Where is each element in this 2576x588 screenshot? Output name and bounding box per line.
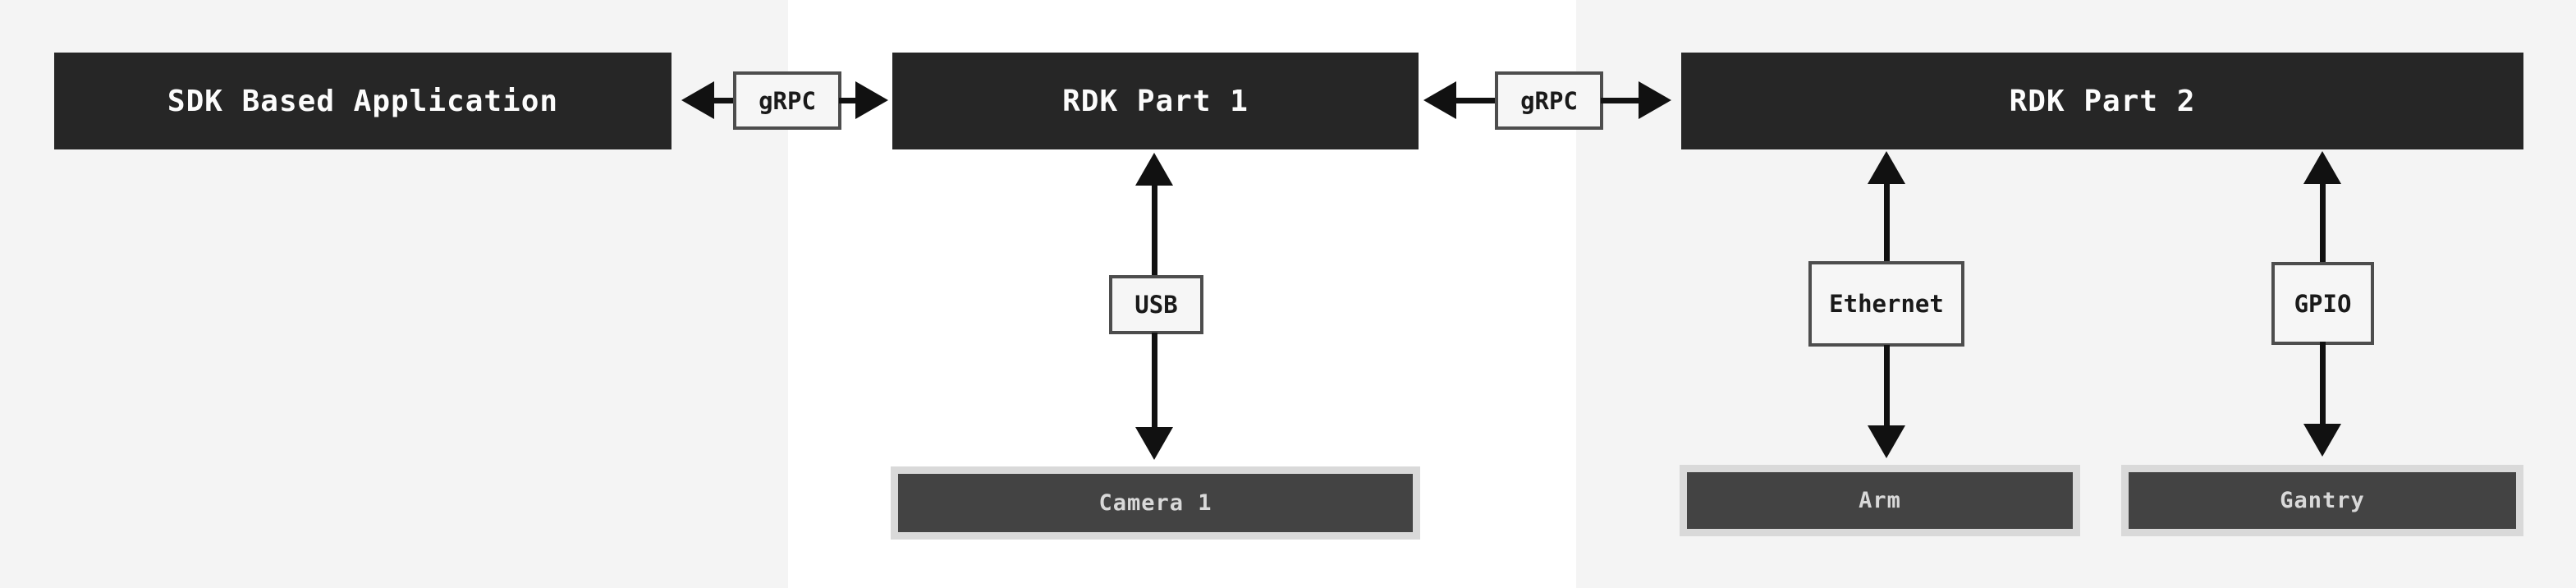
node-rdk-part-1-label: RDK Part 1 [1062,84,1249,118]
connector-line [1884,181,1890,264]
connector-label-gpio-text: GPIO [2294,289,2352,318]
device-gantry: Gantry [2121,465,2523,536]
node-sdk-based-application: SDK Based Application [54,53,672,149]
arrow-right-icon [855,81,888,119]
node-rdk-part-2: RDK Part 2 [1681,53,2523,149]
connector-label-ethernet-text: Ethernet [1829,290,1944,318]
connector-label-gpio: GPIO [2271,262,2374,345]
connector-line [1152,182,1157,278]
device-arm-label: Arm [1859,488,1901,513]
connector-label-grpc-2-text: gRPC [1520,86,1578,115]
device-arm: Arm [1680,465,2080,536]
connector-line [709,98,736,103]
node-rdk-part-1: RDK Part 1 [892,53,1419,149]
arrow-down-icon [1868,425,1905,458]
device-camera-1: Camera 1 [891,466,1420,540]
arrow-up-icon [1135,153,1173,186]
node-rdk-part-2-label: RDK Part 2 [2009,84,2196,118]
connector-label-usb-text: USB [1134,291,1178,319]
device-gantry-label: Gantry [2280,488,2365,513]
arrow-down-icon [1135,427,1173,460]
arrow-left-icon [681,81,714,119]
connector-label-ethernet: Ethernet [1808,261,1964,347]
connector-label-grpc-1-text: gRPC [759,86,816,115]
arrow-left-icon [1423,81,1456,119]
connector-line [1451,98,1497,103]
arrow-right-icon [1639,81,1671,119]
connector-line [2320,342,2326,427]
device-camera-1-label: Camera 1 [1098,490,1212,516]
connector-line [839,98,860,103]
node-sdk-based-application-label: SDK Based Application [167,84,559,118]
connector-label-grpc-1: gRPC [733,71,841,130]
connector-label-grpc-2: gRPC [1495,71,1603,130]
connector-line [1152,333,1157,429]
arrow-down-icon [2303,424,2341,457]
arrow-up-icon [2303,151,2341,184]
connector-line [1601,98,1639,103]
connector-line [2320,181,2326,265]
connector-label-usb: USB [1109,275,1203,334]
connector-line [1884,345,1890,429]
arrow-up-icon [1868,151,1905,184]
